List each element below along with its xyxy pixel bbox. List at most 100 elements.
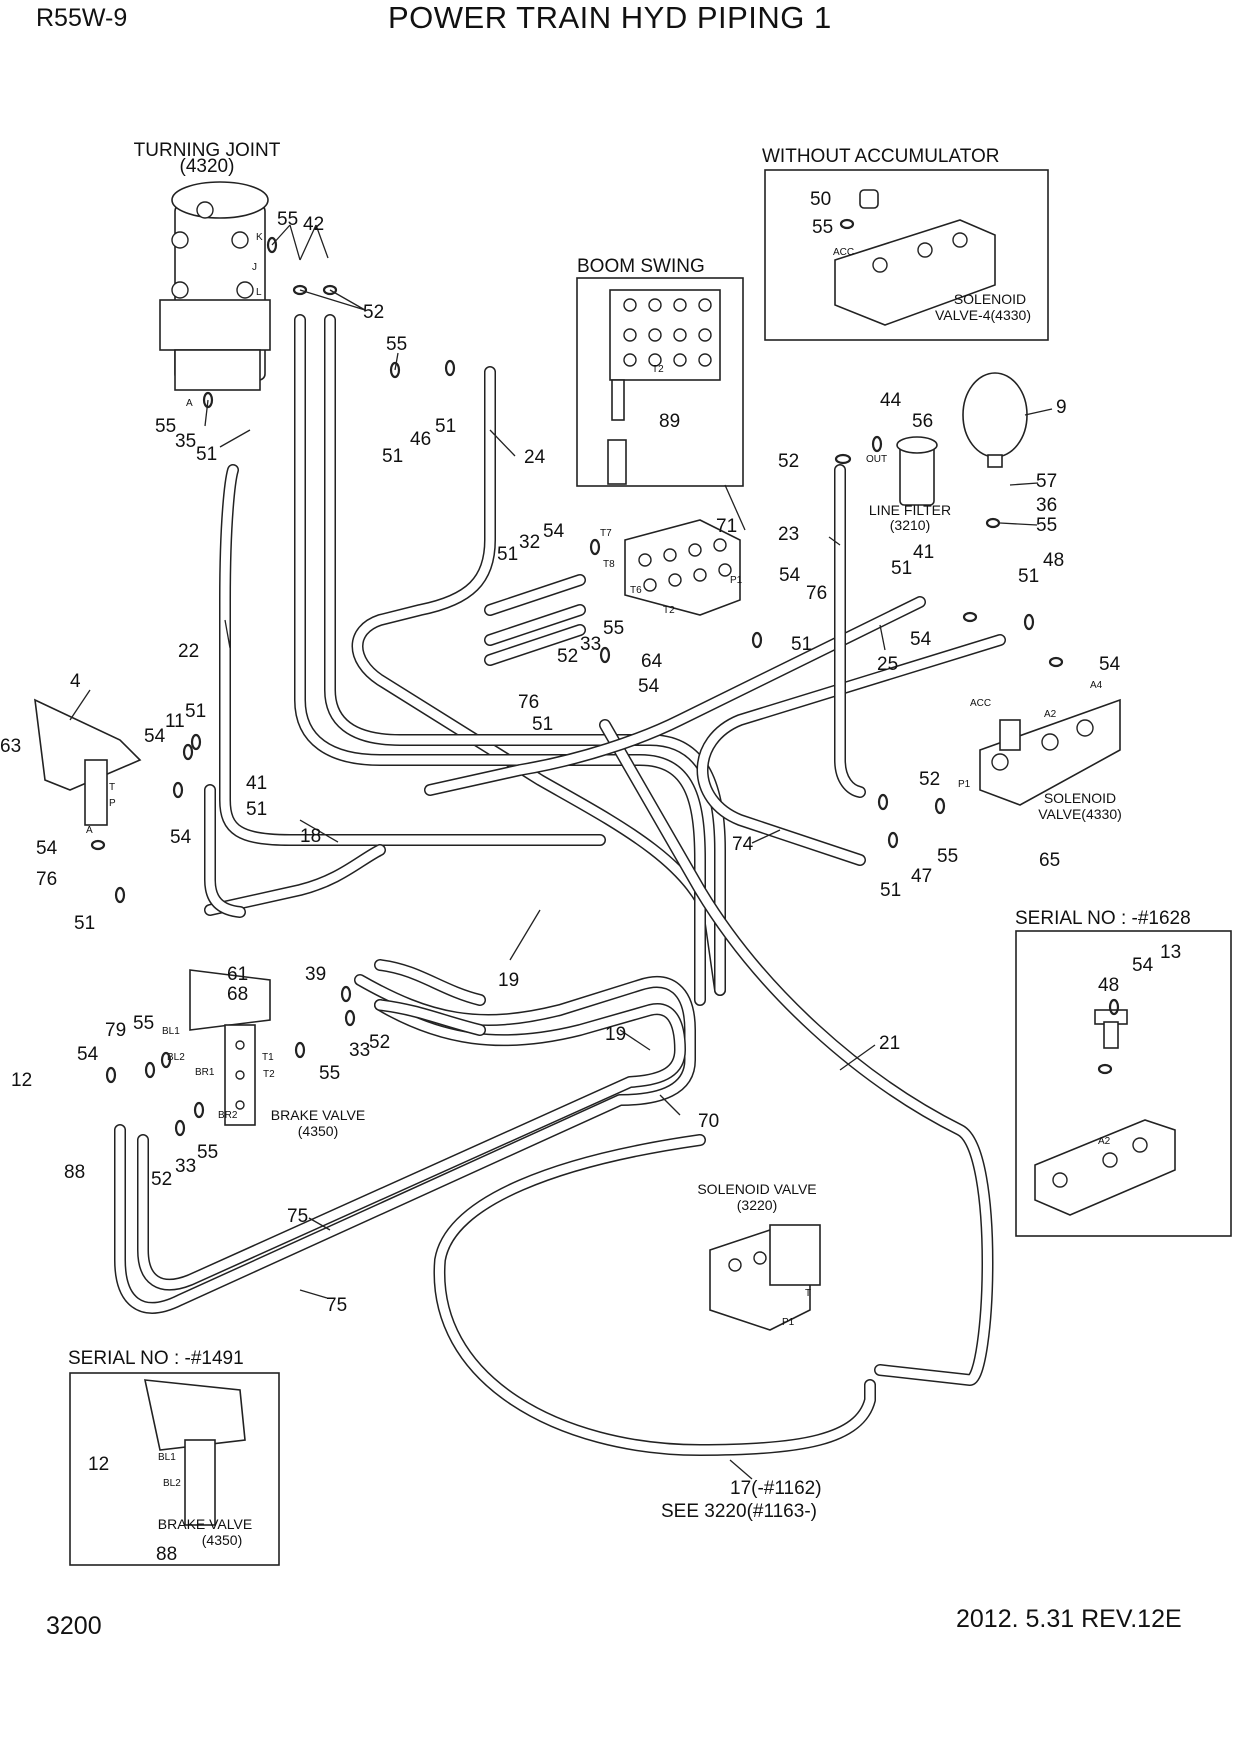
callout-33: 33 bbox=[580, 634, 601, 655]
callout-21: 21 bbox=[879, 1033, 900, 1054]
callout-33: 33 bbox=[349, 1040, 370, 1061]
solenoid-3220-label: SOLENOID VALVE bbox=[697, 1181, 816, 1197]
callout-22: 22 bbox=[178, 641, 199, 662]
brake-valve-inset-label: BRAKE VALVE bbox=[158, 1516, 252, 1532]
callout-51: 51 bbox=[246, 799, 267, 820]
line-filter-code: (3210) bbox=[890, 517, 930, 533]
callout-52: 52 bbox=[919, 769, 940, 790]
callout-48: 48 bbox=[1098, 975, 1119, 996]
callout-51: 51 bbox=[880, 880, 901, 901]
callout-55: 55 bbox=[277, 209, 298, 230]
callout-55: 55 bbox=[937, 846, 958, 867]
callouts: 55 42 52 55 51 46 51 55 35 51 24 22 4 63… bbox=[0, 189, 1181, 1565]
callout-39: 39 bbox=[305, 964, 326, 985]
callout-54: 54 bbox=[779, 565, 801, 586]
callout-51: 51 bbox=[74, 913, 95, 934]
callout-42: 42 bbox=[303, 214, 324, 235]
callout-54: 54 bbox=[144, 726, 166, 747]
callout-68: 68 bbox=[227, 984, 248, 1005]
callout-55: 55 bbox=[197, 1142, 218, 1163]
fitting-rings bbox=[90, 218, 1120, 1137]
port-t-pedal: T bbox=[109, 782, 115, 793]
callout-18: 18 bbox=[300, 826, 321, 847]
port-p-pedal: P bbox=[109, 798, 116, 809]
callout-51: 51 bbox=[196, 444, 217, 465]
boom-swing-inset: BOOM SWING T2 bbox=[576, 256, 744, 487]
callout-51: 51 bbox=[382, 446, 403, 467]
port-a2-inset: A2 bbox=[1098, 1136, 1111, 1147]
callout-51: 51 bbox=[435, 416, 456, 437]
line-filter: LINE FILTER (3210) OUT bbox=[866, 436, 951, 533]
serial-1491-inset: SERIAL NO : -#1491 BRAKE VALVE (4350) BL… bbox=[68, 1348, 280, 1566]
callout-23: 23 bbox=[778, 524, 799, 545]
port-bl2-inset: BL2 bbox=[163, 1478, 181, 1489]
callout-4: 4 bbox=[70, 671, 81, 692]
port-br1: BR1 bbox=[195, 1067, 215, 1078]
callout-54: 54 bbox=[638, 676, 660, 697]
callout-54: 54 bbox=[36, 838, 58, 859]
callout-47: 47 bbox=[911, 866, 932, 887]
port-l: L bbox=[256, 287, 262, 298]
pedal-assembly: T P A bbox=[34, 698, 142, 836]
port-acc: ACC bbox=[970, 698, 991, 709]
callout-88: 88 bbox=[64, 1162, 85, 1183]
callout-33: 33 bbox=[175, 1156, 196, 1177]
brake-valve-code: (4350) bbox=[298, 1123, 338, 1139]
port-t2-boom: T2 bbox=[652, 364, 664, 375]
callout-48: 48 bbox=[1043, 550, 1064, 571]
callout-32: 32 bbox=[519, 532, 540, 553]
callout-61: 61 bbox=[227, 964, 248, 985]
callout-51: 51 bbox=[1018, 566, 1039, 587]
callout-52: 52 bbox=[778, 451, 799, 472]
callout-65: 65 bbox=[1039, 850, 1060, 871]
boom-swing-title: BOOM SWING bbox=[577, 256, 705, 277]
port-t2-brake: T2 bbox=[263, 1069, 275, 1080]
port-bl2: BL2 bbox=[167, 1052, 185, 1063]
callout-55: 55 bbox=[319, 1063, 340, 1084]
callout-44: 44 bbox=[880, 390, 902, 411]
callout-51: 51 bbox=[497, 544, 518, 565]
accumulator bbox=[962, 372, 1028, 468]
port-acc-inset: ACC bbox=[833, 247, 854, 258]
serial-1628-title: SERIAL NO : -#1628 bbox=[1015, 908, 1191, 929]
callout-56: 56 bbox=[912, 411, 933, 432]
callout-88: 88 bbox=[156, 1544, 177, 1565]
callout-55: 55 bbox=[386, 334, 407, 355]
callout-12: 12 bbox=[88, 1454, 109, 1475]
serial-1628-inset: SERIAL NO : -#1628 A2 bbox=[1015, 908, 1232, 1237]
page-number: 3200 bbox=[46, 1612, 102, 1640]
callout-54: 54 bbox=[1099, 654, 1121, 675]
callout-51: 51 bbox=[532, 714, 553, 735]
callout-55: 55 bbox=[812, 217, 833, 238]
callout-52: 52 bbox=[369, 1032, 390, 1053]
port-k: K bbox=[256, 232, 263, 243]
callout-55: 55 bbox=[603, 618, 624, 639]
brake-valve-label: BRAKE VALVE bbox=[271, 1107, 365, 1123]
port-j: J bbox=[252, 262, 257, 273]
callout-76: 76 bbox=[518, 692, 539, 713]
callout-64: 64 bbox=[641, 651, 663, 672]
page-title: POWER TRAIN HYD PIPING 1 bbox=[388, 0, 832, 35]
callout-55: 55 bbox=[155, 416, 176, 437]
callout-71: 71 bbox=[716, 516, 737, 537]
callout-12: 12 bbox=[11, 1070, 32, 1091]
turning-joint-label: TURNING JOINT bbox=[134, 140, 281, 161]
callout-36: 36 bbox=[1036, 495, 1057, 516]
callout-41: 41 bbox=[246, 773, 267, 794]
callout-52: 52 bbox=[363, 302, 384, 323]
callout-52: 52 bbox=[557, 646, 578, 667]
callout-54: 54 bbox=[77, 1044, 99, 1065]
callout-9: 9 bbox=[1056, 397, 1067, 418]
port-a4: A4 bbox=[1090, 680, 1103, 691]
port-a: A bbox=[186, 398, 193, 409]
callout-55: 55 bbox=[1036, 515, 1057, 536]
port-p1-manifold: P1 bbox=[730, 575, 743, 586]
port-t-3220: T bbox=[805, 1288, 811, 1299]
port-br2: BR2 bbox=[218, 1110, 238, 1121]
callout-50: 50 bbox=[810, 189, 831, 210]
brake-valve-inset-code: (4350) bbox=[202, 1532, 242, 1548]
line-filter-label: LINE FILTER bbox=[869, 502, 951, 518]
callout-51: 51 bbox=[185, 701, 206, 722]
callout-11: 11 bbox=[165, 711, 185, 732]
solenoid-valve-3220: SOLENOID VALVE (3220) T P1 bbox=[697, 1181, 821, 1331]
